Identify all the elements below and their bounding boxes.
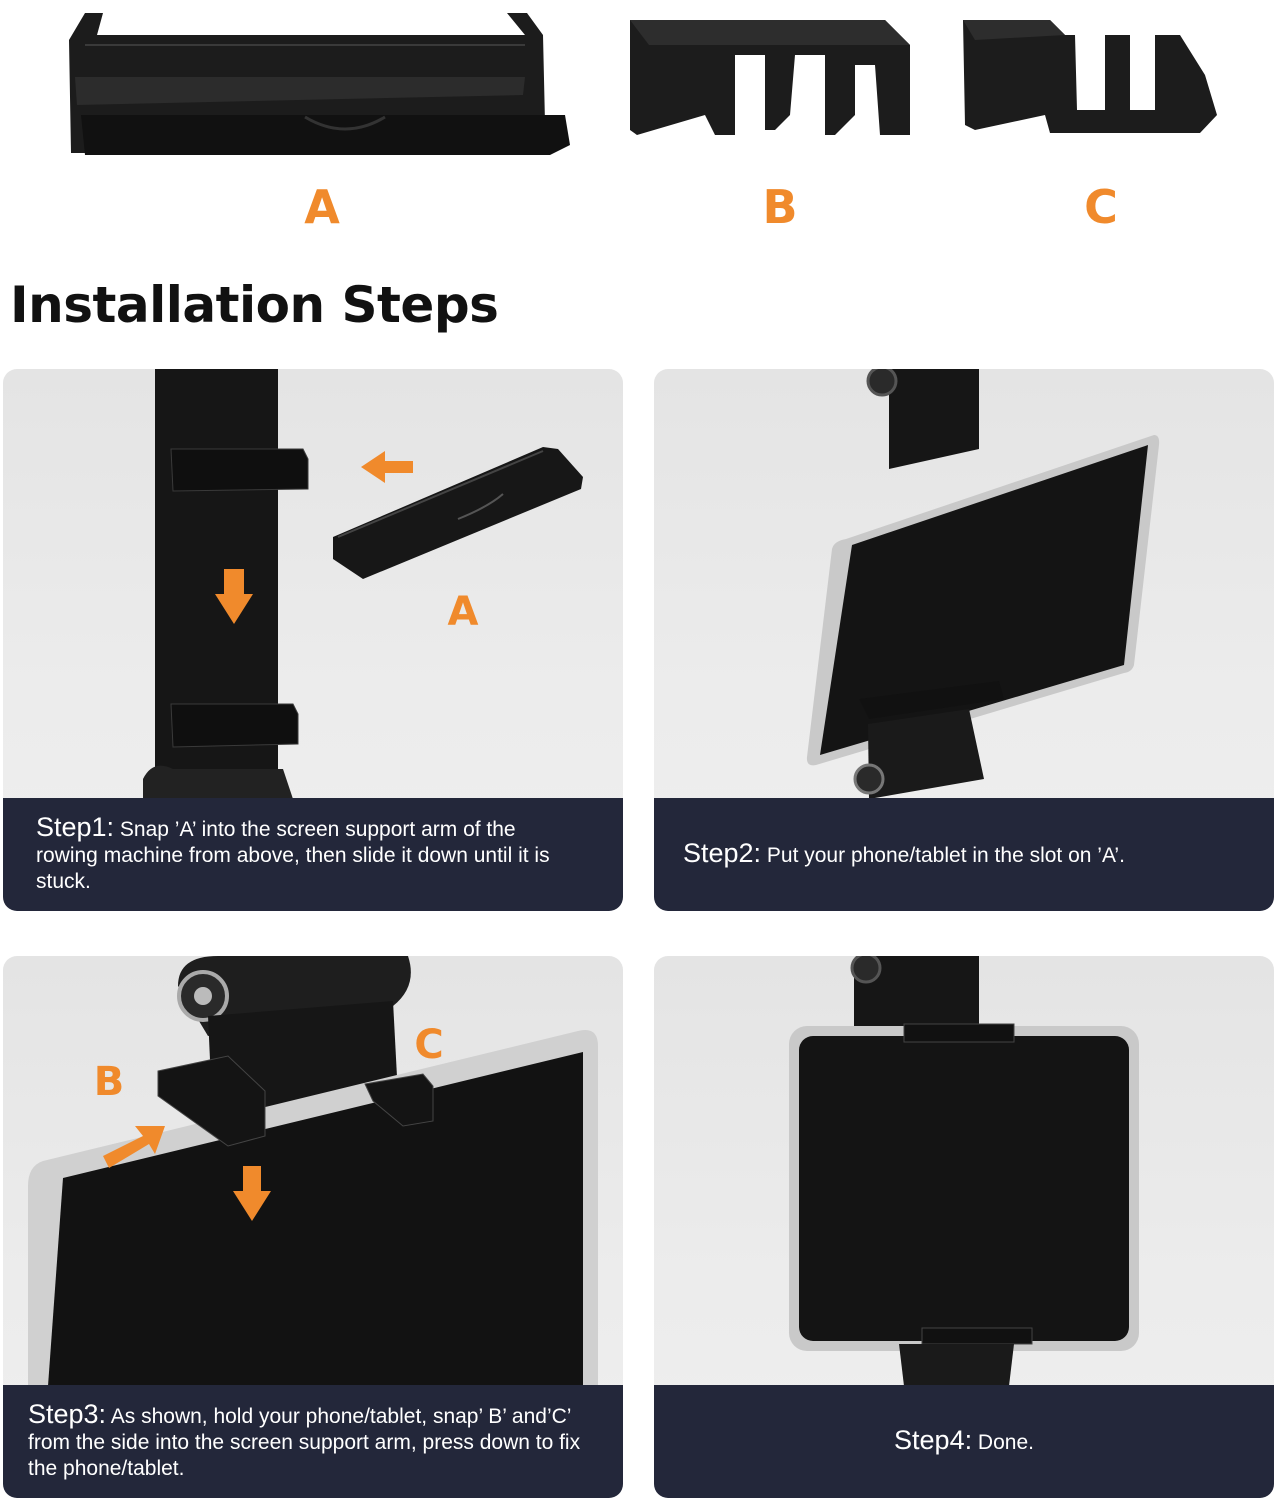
step-3-caption: Step3: As shown, hold your phone/tablet,… [3,1385,623,1498]
step-4-illustration [789,956,1139,1386]
step-3-description: As shown, hold your phone/tablet, snap’ … [28,1405,581,1480]
step-2-label: Step2: [683,838,762,868]
part-b-image [625,15,915,144]
step-2-panel: Step2: Put your phone/tablet in the slot… [654,369,1274,911]
callout-b: B [93,1059,125,1105]
step-1-caption: Step1: Snap ’A’ into the screen support … [3,798,623,911]
step-2-text: Step2: Put your phone/tablet in the slot… [683,840,1125,869]
part-label-a: A [304,180,340,234]
part-a-image [55,5,575,159]
step-2-caption: Step2: Put your phone/tablet in the slot… [654,798,1274,911]
step-3-illustration [28,956,598,1386]
step-3-label: Step3: [28,1399,107,1429]
step-4-label: Step4: [894,1425,973,1455]
callout-c: C [414,1022,444,1068]
step-1-text: Step1: Snap ’A’ into the screen support … [36,814,583,895]
part-c-image [955,15,1235,139]
step-4-caption: Step4: Done. [654,1385,1274,1498]
step-3-text: Step3: As shown, hold your phone/tablet,… [28,1401,603,1482]
page-title: Installation Steps [10,276,499,334]
step-1-description: Snap ’A’ into the screen support arm of … [36,818,550,893]
step-3-panel: B C Step3: As shown, hold your phone/tab… [3,956,623,1498]
step-1-label: Step1: [36,812,115,842]
callout-a: A [447,589,479,635]
part-label-c: C [1084,180,1118,234]
step-2-illustration [806,369,1160,799]
step-4-panel: Step4: Done. [654,956,1274,1498]
step-4-description: Done. [972,1431,1034,1454]
step-2-description: Put your phone/tablet in the slot on ’A’… [761,844,1125,867]
step-4-text: Step4: Done. [894,1427,1034,1456]
part-label-b: B [762,180,798,234]
step-1-illustration [143,369,583,799]
step-1-panel: A Step1: Snap ’A’ into the screen suppor… [3,369,623,911]
